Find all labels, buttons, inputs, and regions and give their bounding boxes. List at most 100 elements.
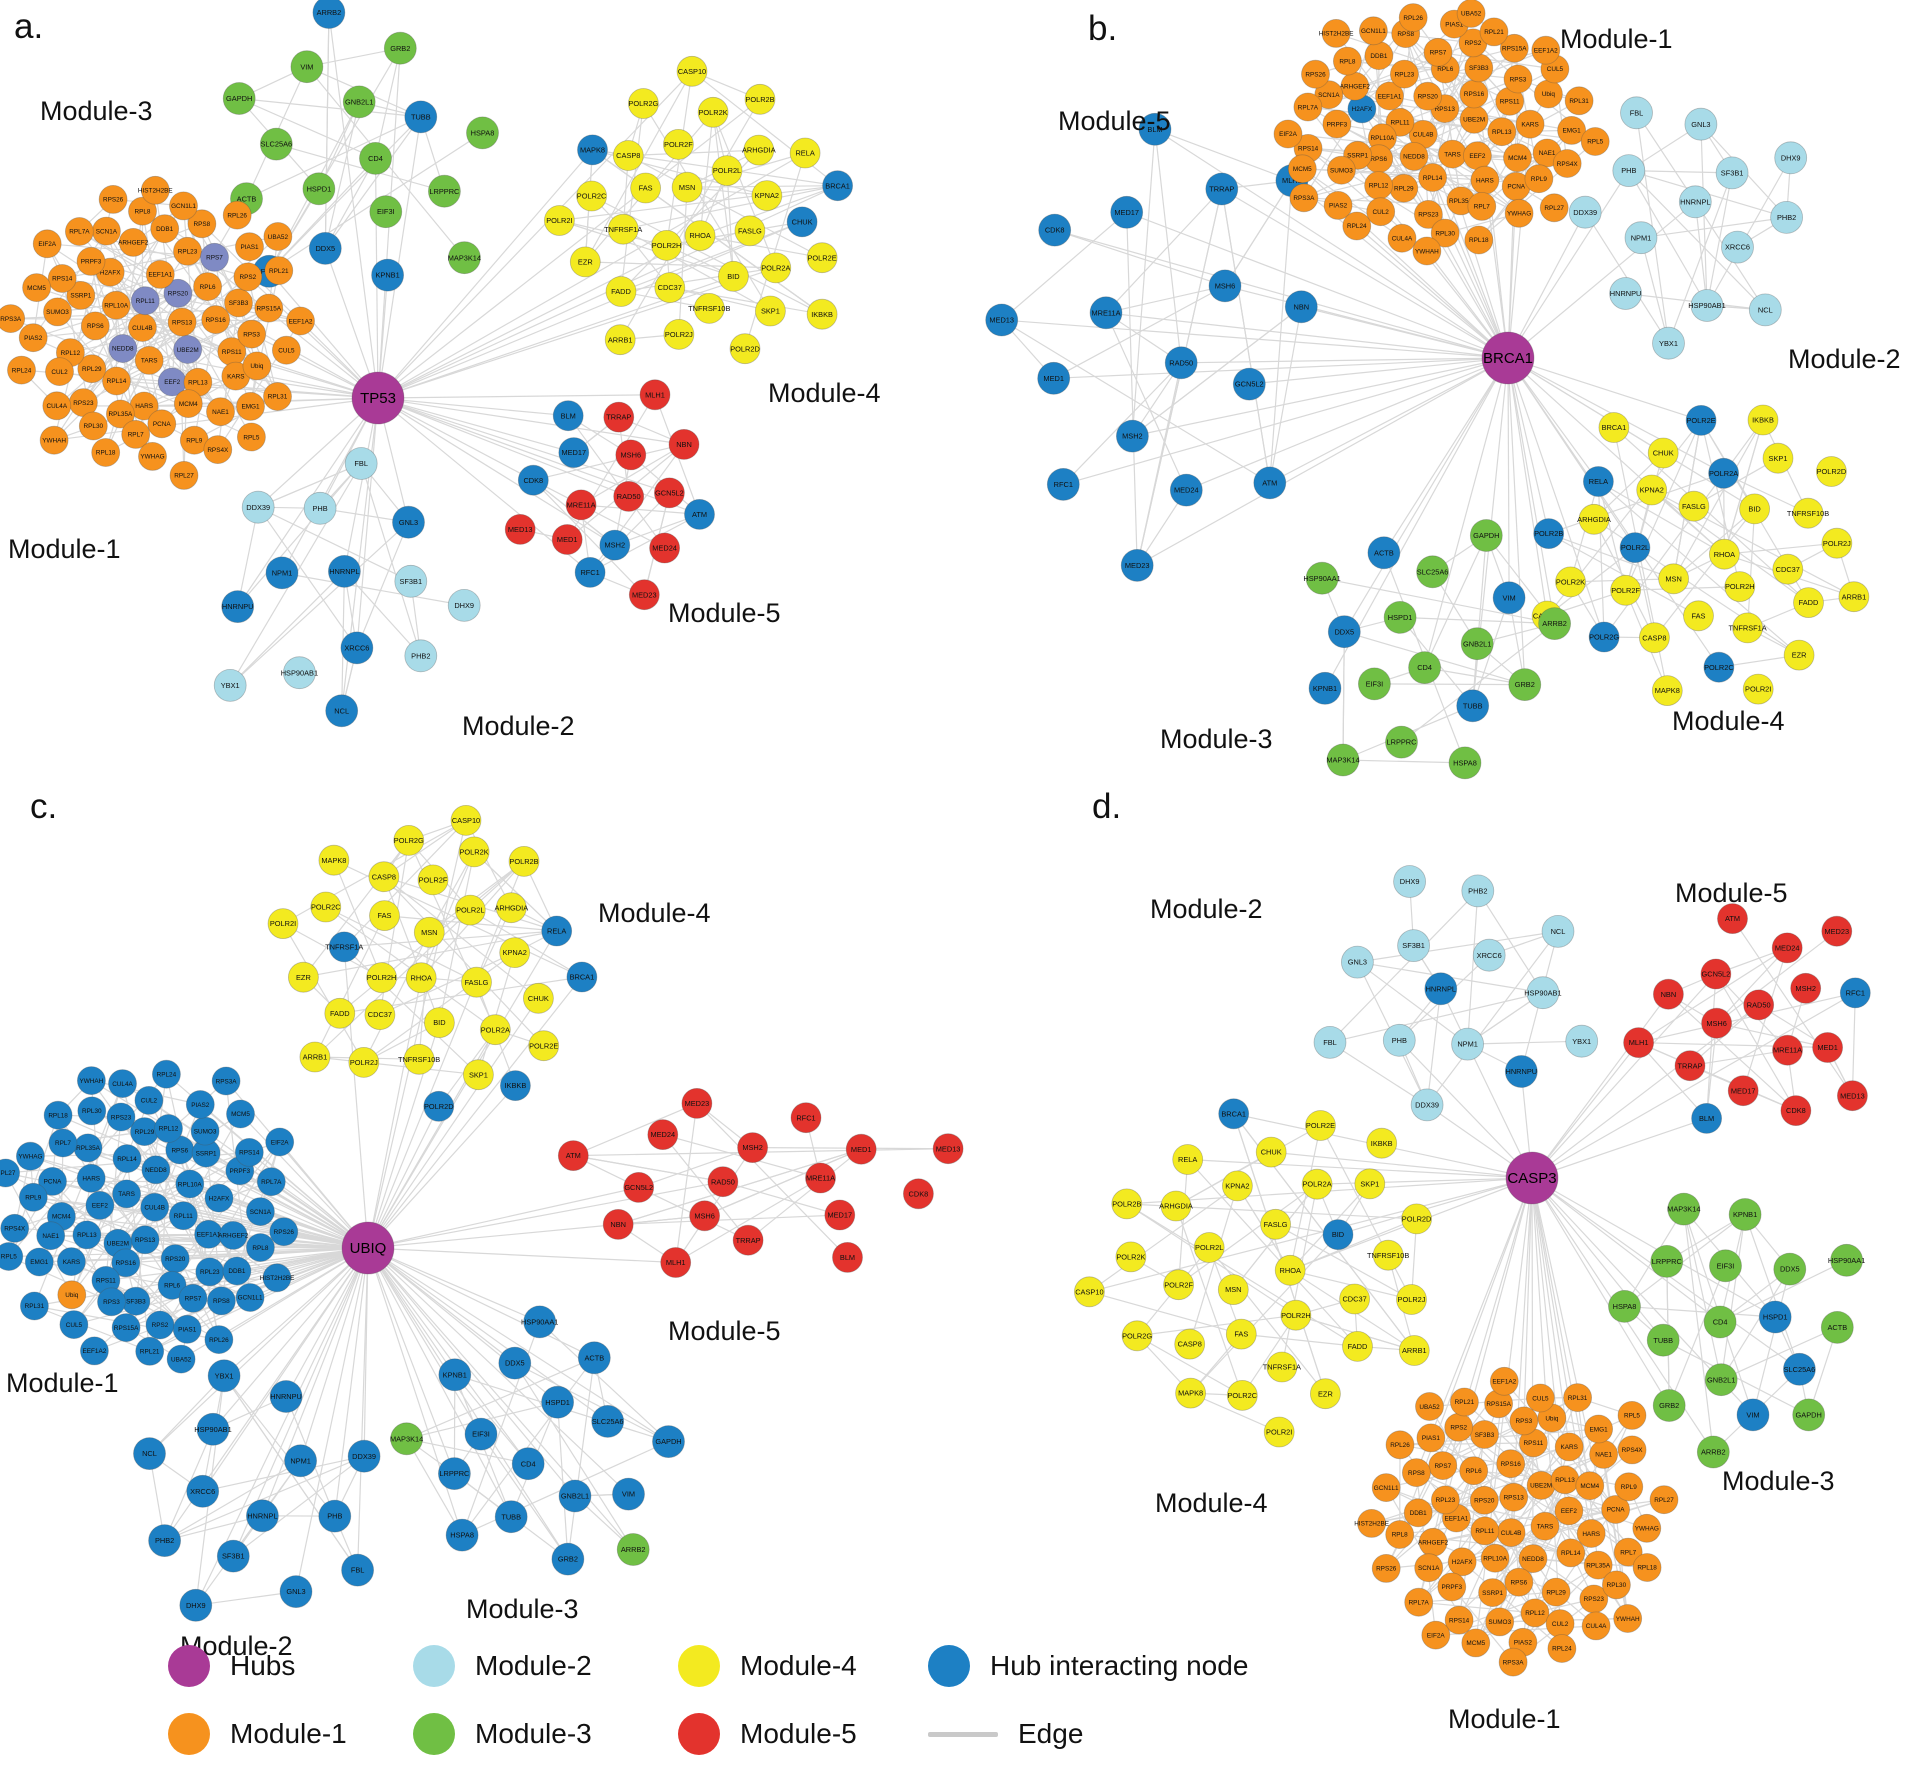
gene-node-POLR2F[interactable] bbox=[1163, 1269, 1194, 1301]
gene-node-CDC37[interactable] bbox=[654, 272, 686, 304]
gene-node-NAE1[interactable] bbox=[206, 397, 235, 427]
gene-node-PCNA[interactable] bbox=[147, 409, 177, 439]
gene-node-Ubiq[interactable] bbox=[242, 351, 272, 381]
gene-node-TNFRSF1A[interactable] bbox=[1732, 612, 1763, 644]
gene-node-RPL9[interactable] bbox=[18, 1182, 48, 1212]
gene-node-HNRNPU[interactable] bbox=[1609, 277, 1642, 310]
gene-node-TNFRSF10B[interactable] bbox=[1792, 497, 1824, 529]
gene-node-RPL8[interactable] bbox=[128, 196, 157, 226]
gene-node-CUL4B[interactable] bbox=[140, 1192, 170, 1222]
gene-node-CDK8[interactable] bbox=[903, 1178, 934, 1210]
gene-node-UBE2M[interactable] bbox=[173, 335, 203, 364]
gene-node-POLR2A[interactable] bbox=[1301, 1168, 1333, 1200]
gene-node-FASLG[interactable] bbox=[461, 966, 492, 998]
gene-node-UBE2M[interactable] bbox=[1526, 1471, 1556, 1500]
gene-node-HSP90AA1[interactable] bbox=[1830, 1243, 1863, 1277]
gene-node-ACTB[interactable] bbox=[1820, 1311, 1854, 1344]
gene-node-SUMO3[interactable] bbox=[43, 297, 72, 327]
gene-node-POLR2I[interactable] bbox=[1263, 1416, 1295, 1448]
gene-node-CDC37[interactable] bbox=[1772, 553, 1804, 585]
gene-node-MCM5[interactable] bbox=[22, 273, 51, 303]
gene-node-RPS14[interactable] bbox=[47, 264, 77, 293]
gene-node-GCN5L2[interactable] bbox=[623, 1172, 655, 1203]
gene-node-EZR[interactable] bbox=[569, 246, 601, 278]
gene-node-RPL6[interactable] bbox=[157, 1270, 187, 1300]
gene-node-MSN[interactable] bbox=[671, 171, 703, 203]
gene-node-RELA[interactable] bbox=[1583, 466, 1614, 497]
gene-node-RPL29[interactable] bbox=[1541, 1577, 1571, 1607]
gene-node-NCL[interactable] bbox=[325, 694, 359, 728]
gene-node-RPL31[interactable] bbox=[263, 382, 292, 411]
gene-node-FAS[interactable] bbox=[369, 900, 400, 931]
gene-node-POLR2C[interactable] bbox=[576, 180, 607, 212]
gene-node-XRCC6[interactable] bbox=[186, 1474, 220, 1508]
gene-node-ATM[interactable] bbox=[557, 1140, 589, 1171]
gene-node-RPL27[interactable] bbox=[1649, 1485, 1679, 1515]
gene-node-RPL5[interactable] bbox=[1580, 127, 1610, 156]
gene-node-POLR2B[interactable] bbox=[508, 846, 540, 877]
gene-node-RPL11[interactable] bbox=[130, 286, 160, 316]
gene-node-RPL13[interactable] bbox=[1487, 117, 1517, 147]
gene-node-PIAS2[interactable] bbox=[18, 323, 48, 353]
gene-node-NPM1[interactable] bbox=[284, 1444, 318, 1478]
gene-node-HSPA8[interactable] bbox=[1608, 1290, 1641, 1323]
gene-node-KPNB1[interactable] bbox=[1728, 1198, 1762, 1231]
gene-node-POLR2J[interactable] bbox=[1396, 1284, 1427, 1315]
gene-node-CDC37[interactable] bbox=[1339, 1283, 1370, 1315]
gene-node-RPS4X[interactable] bbox=[1552, 149, 1582, 178]
gene-node-ATM[interactable] bbox=[1717, 903, 1748, 934]
gene-node-SUMO3[interactable] bbox=[1327, 155, 1356, 185]
gene-node-RAD50[interactable] bbox=[613, 480, 645, 512]
gene-node-MCM4[interactable] bbox=[1575, 1471, 1605, 1501]
gene-node-RPL9[interactable] bbox=[1614, 1472, 1644, 1502]
gene-node-DDB1[interactable] bbox=[1403, 1498, 1433, 1528]
gene-node-HSPD1[interactable] bbox=[1383, 601, 1417, 634]
gene-node-CDK8[interactable] bbox=[1780, 1095, 1812, 1126]
gene-node-POLR2B[interactable] bbox=[744, 83, 776, 115]
gene-node-RPL24[interactable] bbox=[7, 355, 36, 385]
gene-node-MAP3K14[interactable] bbox=[390, 1422, 424, 1456]
gene-node-DDX5[interactable] bbox=[1773, 1252, 1807, 1286]
gene-node-EEF1A2[interactable] bbox=[80, 1336, 109, 1366]
gene-node-POLR2C[interactable] bbox=[1226, 1380, 1258, 1411]
gene-node-TRRAP[interactable] bbox=[1674, 1050, 1706, 1082]
gene-node-FADD[interactable] bbox=[1342, 1331, 1373, 1362]
gene-node-ARHGDIA[interactable] bbox=[743, 134, 775, 166]
gene-node-ARHGEF2[interactable] bbox=[1340, 71, 1370, 101]
gene-node-MRE11A[interactable] bbox=[565, 489, 597, 521]
gene-node-POLR2H[interactable] bbox=[1724, 571, 1756, 602]
gene-node-GNL3[interactable] bbox=[1684, 107, 1718, 141]
gene-node-ARRB2[interactable] bbox=[312, 0, 346, 29]
gene-node-MED17[interactable] bbox=[1110, 195, 1144, 229]
gene-node-PRPF3[interactable] bbox=[76, 246, 106, 276]
gene-node-POLR2G[interactable] bbox=[1121, 1320, 1153, 1352]
gene-node-RPS14[interactable] bbox=[234, 1138, 264, 1167]
gene-node-RPL8[interactable] bbox=[1333, 46, 1362, 76]
gene-node-EEF2[interactable] bbox=[1463, 141, 1492, 171]
gene-node-NPM1[interactable] bbox=[1451, 1027, 1484, 1061]
gene-node-POLR2F[interactable] bbox=[1610, 574, 1641, 606]
gene-node-ARRB1[interactable] bbox=[604, 324, 636, 356]
gene-node-KPNA2[interactable] bbox=[499, 937, 531, 968]
gene-node-RPS7[interactable] bbox=[178, 1283, 208, 1313]
gene-node-TRRAP[interactable] bbox=[1205, 172, 1239, 206]
gene-node-RPS3[interactable] bbox=[237, 319, 267, 349]
gene-node-GNL3[interactable] bbox=[392, 505, 425, 539]
gene-node-EEF2[interactable] bbox=[1554, 1496, 1584, 1526]
gene-node-IKBKB[interactable] bbox=[1747, 404, 1779, 436]
gene-node-EZR[interactable] bbox=[1783, 639, 1815, 671]
gene-node-DDX39[interactable] bbox=[1410, 1088, 1444, 1122]
gene-node-CDK8[interactable] bbox=[1038, 213, 1072, 247]
gene-node-TARS[interactable] bbox=[134, 345, 164, 375]
gene-node-RPS3A[interactable] bbox=[0, 304, 26, 333]
gene-node-PIAS1[interactable] bbox=[172, 1314, 202, 1344]
gene-node-ARRB1[interactable] bbox=[1398, 1335, 1430, 1366]
gene-node-RPS15A[interactable] bbox=[111, 1313, 141, 1342]
gene-node-NEDD8[interactable] bbox=[141, 1155, 171, 1185]
gene-node-HIST2H2BE[interactable] bbox=[262, 1263, 292, 1293]
gene-node-GAPDH[interactable] bbox=[652, 1425, 685, 1458]
gene-node-EZR[interactable] bbox=[287, 961, 319, 993]
gene-node-EIF2A[interactable] bbox=[1273, 119, 1303, 149]
gene-node-ARHGDIA[interactable] bbox=[1578, 503, 1610, 535]
gene-node-LRPPRC[interactable] bbox=[427, 174, 461, 208]
